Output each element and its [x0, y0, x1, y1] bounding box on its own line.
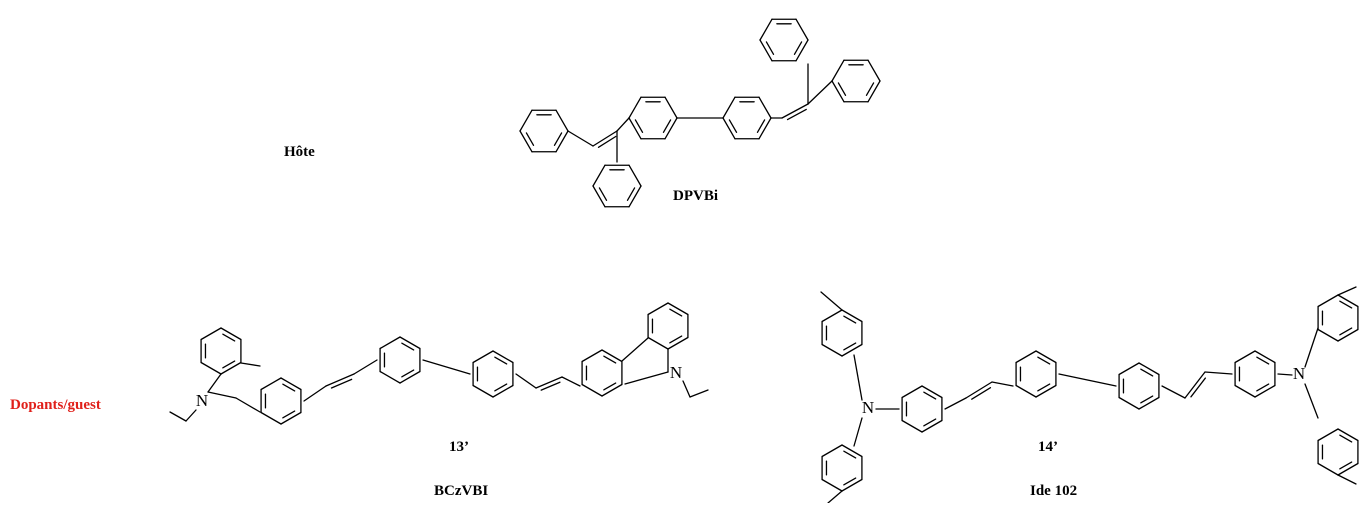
ide102-chain-bonds: [944, 371, 1233, 410]
bczvbi-right-carbazole-core: [581, 349, 623, 397]
ide102-right-nitrogen: N: [1293, 364, 1305, 383]
dpvbi-ring-upper-phenyl: [759, 18, 809, 62]
ide102-left-tolyl-upper: [821, 309, 863, 357]
dopants-label: Dopants/guest: [10, 397, 101, 413]
bczvbi-number: 13’: [449, 439, 469, 455]
dpvbi-ring-left-phenyl: [519, 109, 569, 153]
bczvbi-left-carbazole-pyrrole: [207, 362, 261, 413]
ide102-ring-b: [1015, 350, 1057, 398]
bczvbi-left-carbazole-benzo: [200, 327, 242, 375]
dpvbi-bonds: [567, 63, 833, 163]
dpvbi-ring-lower-phenyl: [592, 164, 642, 208]
dpvbi-ring-right-phenyl: [831, 59, 881, 103]
ide102-left-amine-bonds: [853, 354, 900, 447]
bczvbi-left-ethyl: [169, 409, 197, 422]
bczvbi-right-ethyl: [682, 380, 709, 398]
bczvbi-chain-bonds: [303, 359, 581, 402]
host-label: Hôte: [284, 144, 315, 160]
dpvbi-name: DPVBi: [673, 188, 718, 204]
bczvbi-right-nitrogen: N: [670, 363, 682, 382]
ide102-right-tolyl-lower: [1317, 428, 1359, 476]
bczvbi-left-carbazole-core: [260, 377, 302, 425]
bczvbi-right-carbazole-pyrrole: [621, 337, 669, 385]
ide102-number: 14’: [1038, 439, 1058, 455]
ide102-ring-a: [901, 385, 943, 433]
ide102-right-tolyl-upper: [1317, 294, 1359, 342]
ide102-left-tolyl-lower: [821, 444, 863, 492]
ide102-ring-d: [1234, 350, 1276, 398]
bczvbi-right-carbazole-benzo: [647, 302, 689, 350]
ide102-right-amine-bonds: [1277, 327, 1319, 419]
ide102-right-methyls: [1337, 286, 1357, 485]
ide102-name: Ide 102: [1030, 483, 1078, 499]
dpvbi-ring-inner-left: [628, 96, 678, 140]
ide102-left-methyls: [820, 291, 843, 504]
bczvbi-name: BCzVBI: [434, 483, 489, 499]
ide102-ring-c: [1118, 362, 1160, 410]
bczvbi-left-nitrogen: N: [196, 391, 208, 410]
dpvbi-ring-inner-right: [722, 96, 772, 140]
ide102-left-nitrogen: N: [862, 398, 874, 417]
bczvbi-ring-a: [379, 336, 421, 384]
bczvbi-ring-b: [472, 350, 514, 398]
